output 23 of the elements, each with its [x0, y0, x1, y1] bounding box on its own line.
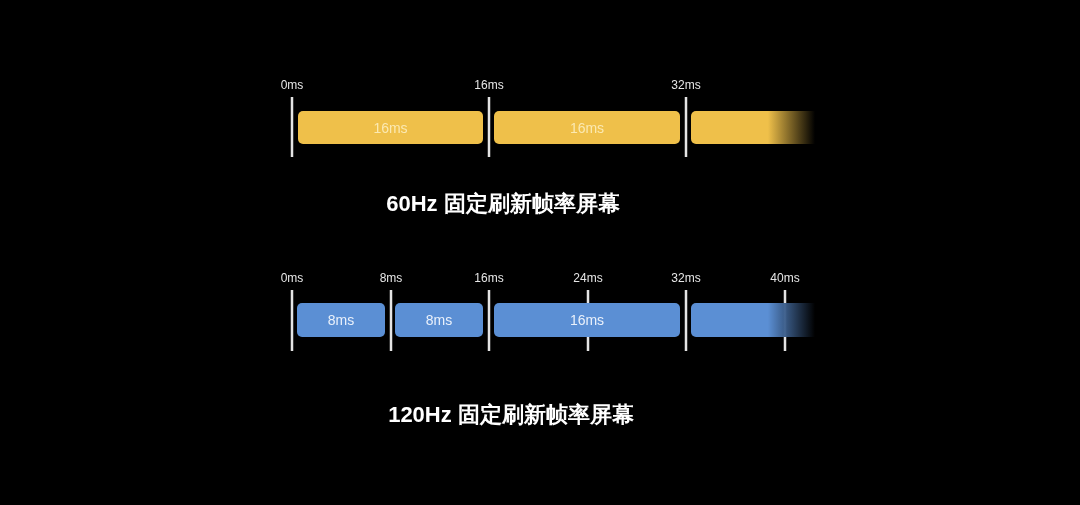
caption: 60Hz 固定刷新帧率屏幕	[386, 191, 620, 217]
duration-label: 8ms	[327, 312, 355, 328]
frame-bar	[297, 303, 385, 337]
frame-bar	[691, 111, 815, 144]
duration-label: 16ms	[569, 312, 605, 328]
tick-label: 16ms	[474, 271, 504, 285]
frame-bar	[494, 303, 680, 337]
frame-bar	[395, 303, 483, 337]
tick-label: 40ms	[770, 271, 800, 285]
duration-label: 16ms	[373, 119, 408, 136]
frame-bar	[298, 111, 483, 144]
frame-bar	[494, 111, 680, 144]
duration-label: 16ms	[569, 119, 605, 136]
tick-label: 8ms	[379, 271, 403, 285]
frame-bar	[691, 303, 815, 337]
duration-label: 8ms	[425, 312, 453, 328]
caption: 120Hz 固定刷新帧率屏幕	[388, 402, 634, 428]
tick-label: 24ms	[573, 271, 603, 285]
tick-label: 32ms	[671, 271, 701, 285]
tick-label: 16ms	[474, 78, 504, 92]
tick-label: 0ms	[280, 271, 304, 285]
tick-label: 32ms	[671, 78, 701, 92]
tick-label: 0ms	[280, 78, 304, 92]
